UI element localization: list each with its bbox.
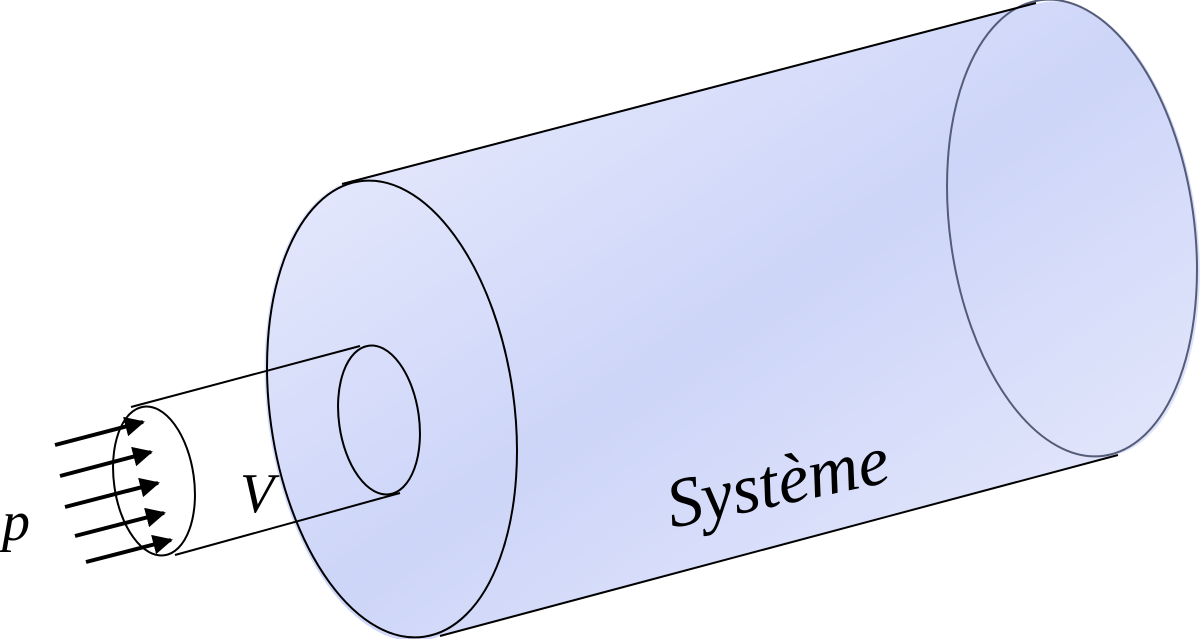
system-cylinder-body bbox=[264, 1, 1200, 639]
pressure-arrow bbox=[74, 507, 166, 538]
tube-bottom-edge bbox=[174, 492, 401, 556]
pressure-arrow bbox=[59, 446, 153, 478]
system-bottom-edge bbox=[439, 454, 1119, 637]
system-back-face bbox=[946, 0, 1198, 458]
tube-inner-end bbox=[337, 344, 421, 496]
system-front-face bbox=[266, 179, 518, 639]
pressure-arrow bbox=[85, 534, 173, 564]
piston-face bbox=[112, 405, 196, 557]
pressure-arrows bbox=[54, 416, 173, 564]
volume-label: V bbox=[240, 463, 280, 525]
system-top-edge bbox=[341, 2, 1037, 185]
pressure-label: p bbox=[0, 491, 30, 553]
tube-top-edge bbox=[130, 345, 361, 408]
pressure-arrow bbox=[64, 477, 160, 509]
pressure-arrow bbox=[54, 416, 145, 447]
